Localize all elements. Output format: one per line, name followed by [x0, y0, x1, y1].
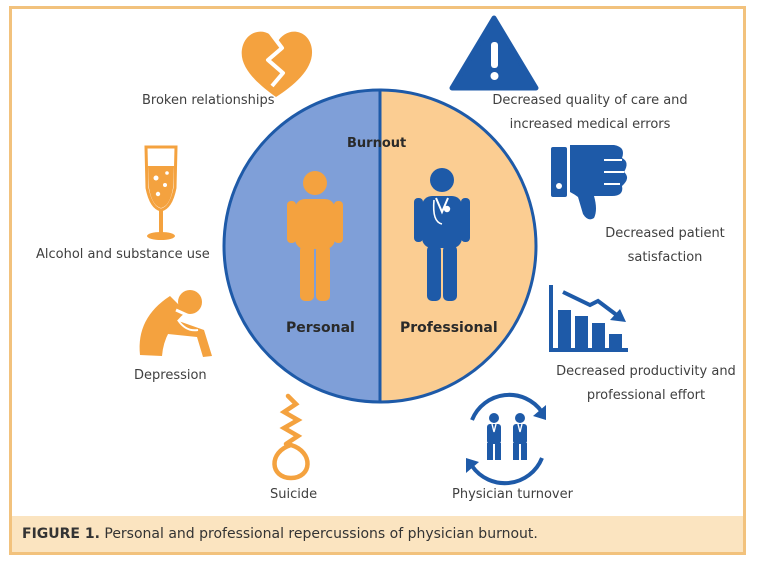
- suicide-label: Suicide: [270, 487, 318, 502]
- alcohol-substance-label: Alcohol and substance use: [36, 247, 210, 262]
- personal-figure-icon: [287, 171, 343, 301]
- caption-label: FIGURE 1.: [22, 526, 100, 542]
- declining-bar-chart-icon: [549, 285, 628, 352]
- patient-satisfaction-label: Decreased patient satisfaction: [590, 222, 740, 270]
- professional-figure-icon: [414, 168, 470, 301]
- depressed-person-icon: [139, 290, 212, 357]
- quality-of-care-label: Decreased quality of care and increased …: [490, 89, 690, 137]
- caption-bar: [12, 516, 743, 552]
- patient-satisfaction-line1: Decreased patient: [605, 226, 725, 241]
- quality-of-care-line2: increased medical errors: [509, 117, 671, 132]
- caption-text: Personal and professional repercussions …: [99, 526, 538, 542]
- personal-label: Personal: [286, 320, 355, 336]
- physician-turnover-label: Physician turnover: [452, 487, 573, 502]
- quality-of-care-line1: Decreased quality of care and: [492, 93, 688, 108]
- burnout-title: Burnout: [347, 136, 407, 151]
- thumbs-down-icon: [551, 145, 628, 220]
- patient-satisfaction-line2: satisfaction: [627, 250, 703, 265]
- broken-relationships-label: Broken relationships: [142, 93, 275, 108]
- broken-heart-icon: [241, 30, 313, 98]
- champagne-glass-icon: [144, 145, 178, 240]
- figure-caption: FIGURE 1. Personal and professional repe…: [22, 526, 538, 542]
- productivity-label: Decreased productivity and professional …: [556, 360, 736, 408]
- noose-icon: [272, 393, 310, 481]
- productivity-line1: Decreased productivity and: [556, 364, 736, 379]
- physician-turnover-icon: [466, 392, 546, 486]
- productivity-line2: professional effort: [586, 388, 706, 403]
- warning-icon: [449, 15, 539, 91]
- professional-label: Professional: [400, 320, 498, 336]
- depression-label: Depression: [134, 368, 207, 383]
